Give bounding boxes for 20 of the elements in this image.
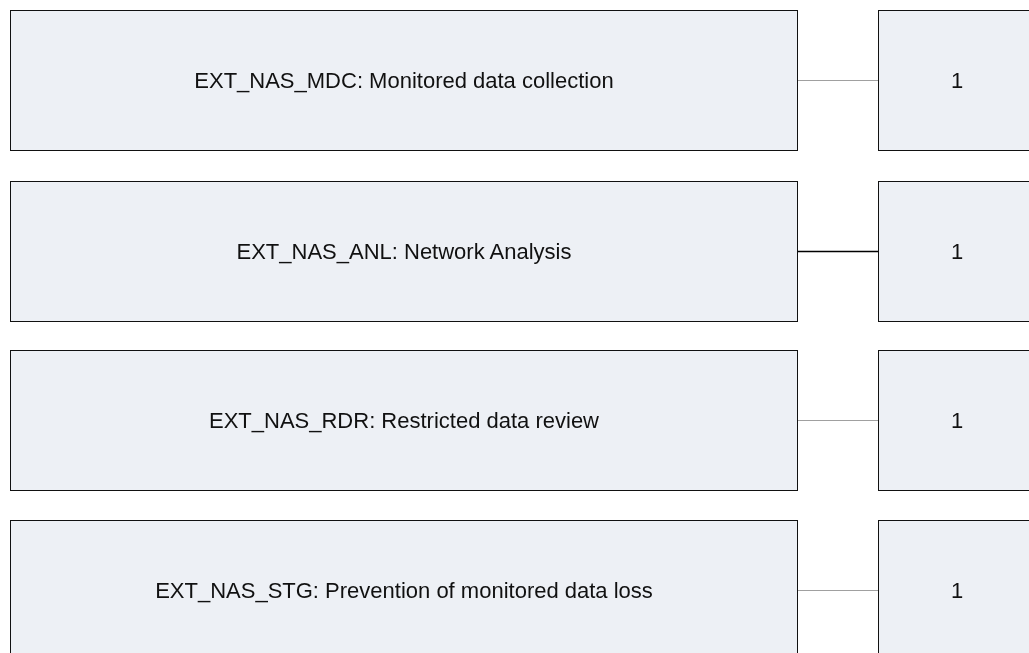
process-box (10, 181, 798, 322)
box-label: EXT_NAS_STG: Prevention of monitored data loss (155, 577, 653, 604)
connector-line (797, 79, 879, 82)
count-box (878, 350, 1029, 491)
count-text: 1 (951, 238, 964, 265)
count-box (878, 181, 1029, 322)
process-box (10, 350, 798, 491)
count-box (878, 10, 1029, 151)
connector-line (797, 589, 879, 592)
box-label: EXT_NAS_RDR: Restricted data review (209, 407, 599, 434)
box-label: EXT_NAS_MDC: Monitored data collection (194, 67, 614, 94)
count-text: 1 (951, 407, 964, 434)
count-text: 1 (951, 577, 964, 604)
connector-line (797, 250, 879, 253)
count-box (878, 520, 1029, 653)
box-label: EXT_NAS_ANL: Network Analysis (236, 238, 572, 265)
process-box (10, 10, 798, 151)
count-text: 1 (951, 67, 964, 94)
process-box (10, 520, 798, 653)
connector-line (797, 419, 879, 422)
